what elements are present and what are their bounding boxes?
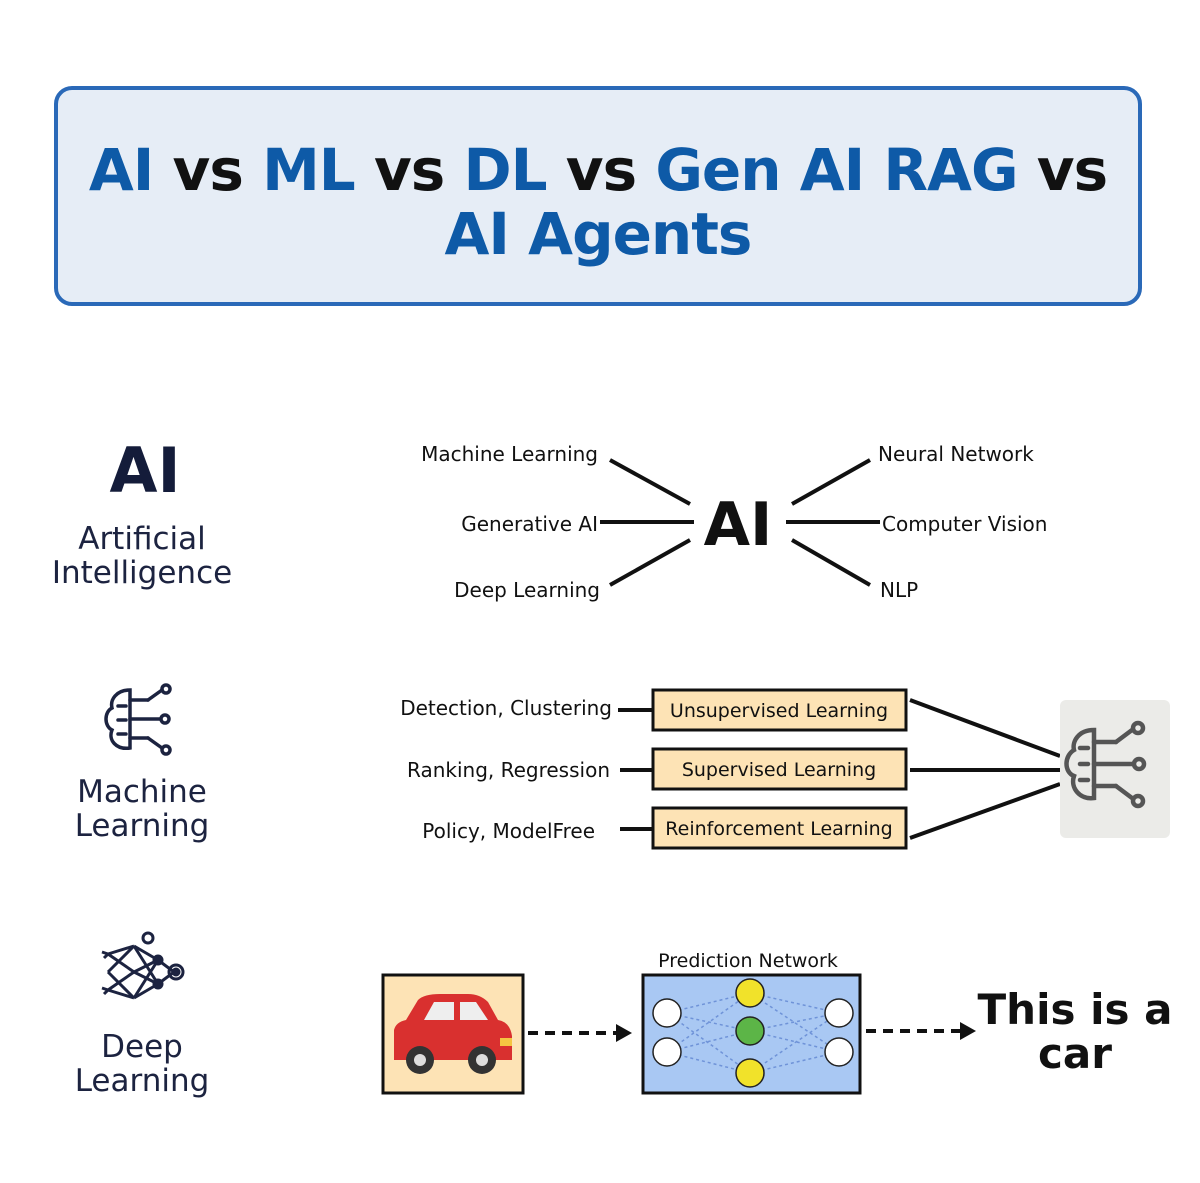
ml-hub-connectors [909, 698, 1061, 840]
ai-spokes [600, 458, 880, 587]
dl-section-label: Deep Learning [0, 1030, 284, 1098]
brain-circuit-icon [104, 683, 172, 756]
title-part: DL [463, 136, 547, 204]
result-line-2: car [1038, 1029, 1112, 1078]
ml-row-reinforcement: Policy, ModelFree Reinforcement Learning [422, 806, 908, 850]
ai-label-line-1: Artificial [78, 521, 206, 557]
ml-label-line-1: Machine [77, 774, 207, 810]
title-part: vs [153, 136, 263, 204]
ml-type-label: Reinforcement Learning [665, 818, 892, 840]
ml-task-label: Policy, ModelFree [422, 819, 595, 843]
title-line-1: AI vs ML vs DL vs Gen AI RAG vs [54, 138, 1142, 202]
prediction-result: This is a car [970, 988, 1180, 1076]
ai-item-deep-learning: Deep Learning [454, 578, 600, 602]
prediction-network-title: Prediction Network [658, 950, 838, 972]
ai-section-label: Artificial Intelligence [0, 522, 284, 590]
spoke-neural-network [791, 458, 871, 506]
title-card [54, 86, 1142, 306]
title-part: Gen AI RAG [655, 136, 1018, 204]
hidden-node [735, 1058, 765, 1088]
ai-label-line-2: Intelligence [51, 555, 233, 591]
ml-task-label: Ranking, Regression [407, 758, 610, 782]
ml-type-box [651, 688, 908, 732]
spoke-nlp [791, 538, 871, 587]
ai-item-generative-ai: Generative AI [461, 512, 598, 536]
ml-type-label: Unsupervised Learning [670, 700, 888, 722]
hidden-node [735, 978, 765, 1008]
ml-section-label: Machine Learning [0, 775, 284, 843]
dl-label-line-1: Deep [101, 1029, 183, 1065]
ml-hub-tile [1060, 700, 1170, 838]
ai-item-computer-vision: Computer Vision [882, 512, 1047, 536]
title-part: vs [354, 136, 464, 204]
connector-line [909, 782, 1061, 840]
spoke-machine-learning [609, 458, 691, 506]
title-part: AI [88, 136, 154, 204]
hidden-node [735, 1016, 765, 1046]
ml-row-unsupervised: Detection, Clustering Unsupervised Learn… [400, 688, 908, 732]
ai-item-machine-learning: Machine Learning [421, 442, 598, 466]
ai-item-neural-network: Neural Network [878, 442, 1034, 466]
spoke-deep-learning [609, 538, 691, 587]
ml-task-label: Detection, Clustering [400, 696, 612, 720]
arrowhead-2 [960, 1022, 976, 1040]
ml-row-supervised: Ranking, Regression Supervised Learning [407, 747, 908, 791]
title-part: vs [546, 136, 656, 204]
title-part: vs [1017, 136, 1108, 204]
page-title: AI vs ML vs DL vs Gen AI RAG vs AI Agent… [54, 138, 1142, 266]
car-icon [394, 994, 512, 1074]
dl-label-line-2: Learning [74, 1063, 210, 1099]
ai-item-nlp: NLP [880, 578, 918, 602]
ml-type-box [651, 747, 908, 791]
ml-type-label: Supervised Learning [682, 759, 876, 781]
neural-network-icon [101, 931, 185, 1000]
brain-circuit-icon [1064, 720, 1147, 809]
arrowhead-1 [616, 1024, 632, 1042]
network-nodes [652, 978, 854, 1088]
title-line-2: AI Agents [444, 200, 753, 268]
result-line-1: This is a [977, 985, 1173, 1034]
title-part: ML [262, 136, 356, 204]
input-node [652, 1037, 682, 1067]
output-node [824, 1037, 854, 1067]
ai-abbreviation: AI [109, 434, 181, 507]
ai-center-label: AI [704, 490, 773, 560]
connector-line [909, 698, 1061, 758]
ml-type-box [651, 806, 908, 850]
ml-label-line-2: Learning [74, 808, 210, 844]
input-node [652, 998, 682, 1028]
output-node [824, 998, 854, 1028]
